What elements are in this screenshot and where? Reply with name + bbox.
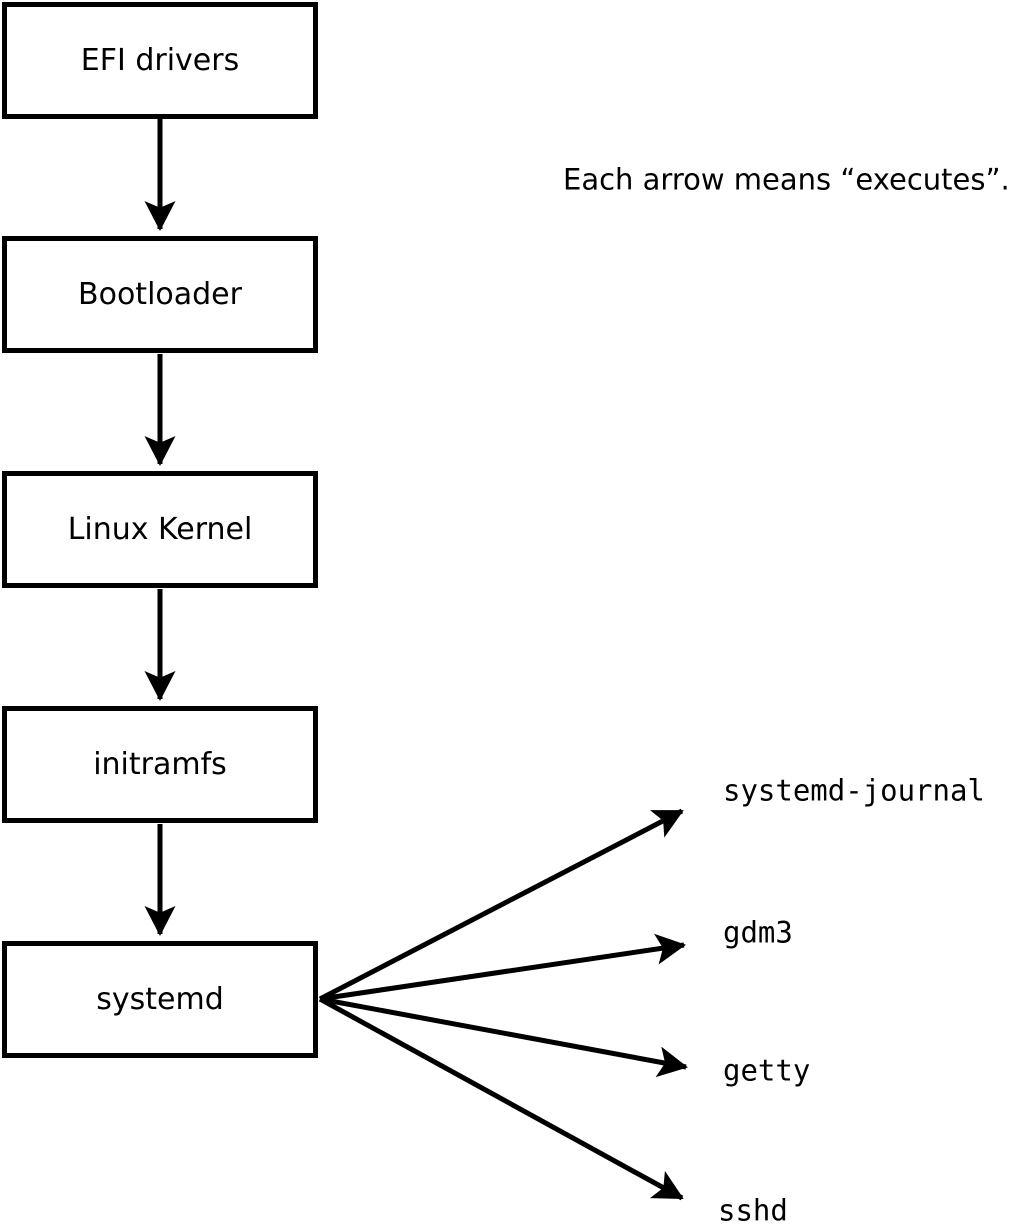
leaf-label-systemd-journal[interactable]: systemd-journal [723, 773, 985, 808]
leaf-label-getty[interactable]: getty [723, 1053, 811, 1088]
node-initramfs[interactable]: initramfs [2, 706, 318, 823]
node-label-linux-kernel: Linux Kernel [67, 511, 253, 547]
node-systemd[interactable]: systemd [2, 941, 318, 1058]
node-label-initramfs: initramfs [93, 746, 227, 782]
leaf-label-sshd[interactable]: sshd [718, 1193, 788, 1228]
node-efi-drivers[interactable]: EFI drivers [2, 2, 318, 119]
fanout-arrow-sshd [318, 996, 684, 1201]
diagram-caption: Each arrow means “executes”. [563, 162, 1010, 197]
fanout-arrow-getty [319, 996, 688, 1078]
fanout-arrow-systemd-journal [318, 808, 684, 1002]
node-linux-kernel[interactable]: Linux Kernel [2, 471, 318, 588]
fanout-arrow-gdm3 [319, 933, 686, 1002]
node-bootloader[interactable]: Bootloader [2, 236, 318, 353]
node-label-efi-drivers: EFI drivers [80, 42, 240, 78]
node-label-bootloader: Bootloader [78, 276, 242, 312]
node-label-systemd: systemd [96, 981, 224, 1017]
leaf-label-gdm3[interactable]: gdm3 [723, 915, 793, 950]
